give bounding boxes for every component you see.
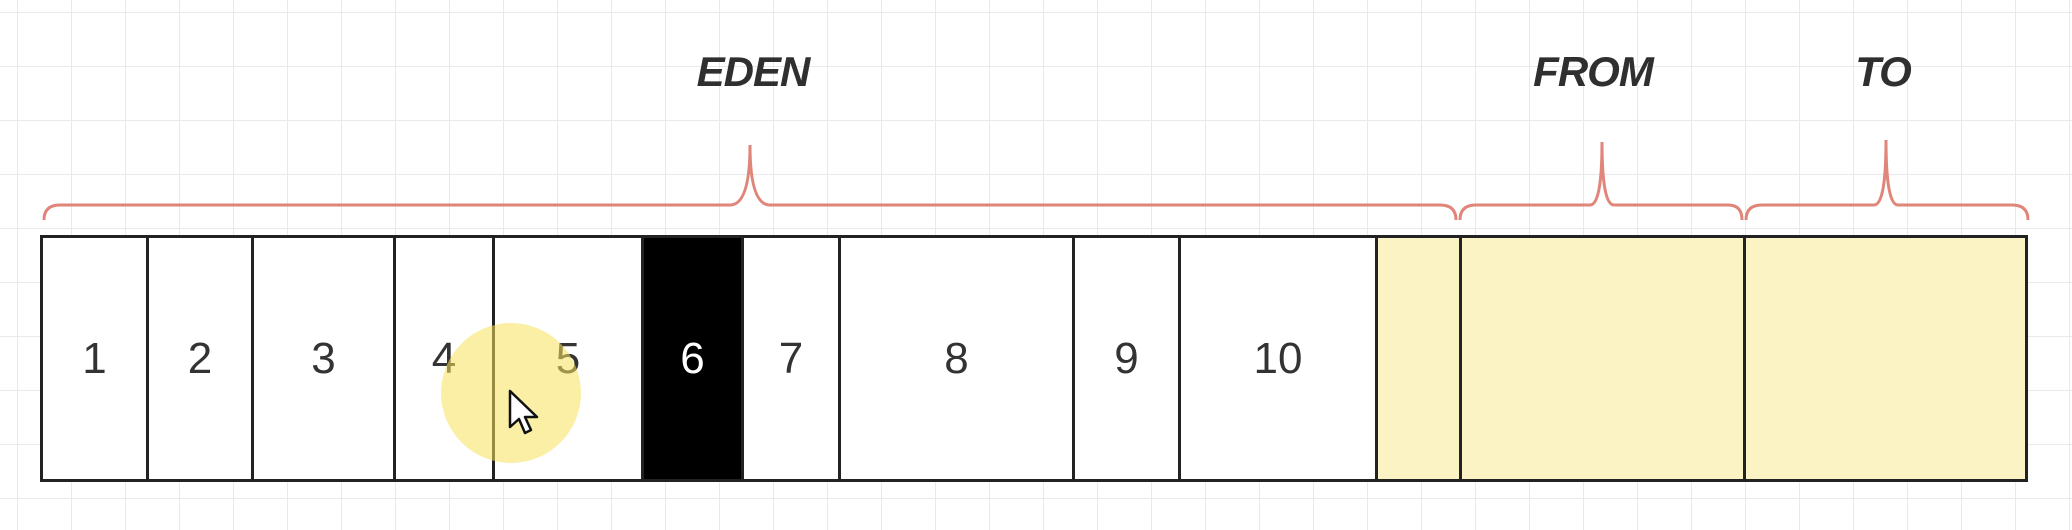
- to-label: TO: [1855, 48, 1912, 95]
- eden-cell-6-selected: 6: [641, 235, 741, 482]
- eden-cell-8: 8: [838, 235, 1072, 482]
- eden-cell-9: 9: [1072, 235, 1178, 482]
- from-label: FROM: [1533, 48, 1654, 95]
- eden-bracket: [42, 144, 1458, 221]
- eden-free-space: [1375, 235, 1459, 482]
- eden-cell-1: 1: [40, 235, 146, 482]
- eden-label: EDEN: [696, 48, 811, 95]
- from-space: [1459, 235, 1743, 482]
- to-bracket: [1744, 139, 2030, 221]
- to-space: [1743, 235, 2028, 482]
- eden-cell-10: 10: [1178, 235, 1375, 482]
- eden-cell-3: 3: [251, 235, 393, 482]
- eden-cell-2: 2: [146, 235, 251, 482]
- from-bracket: [1458, 141, 1744, 221]
- eden-cell-7: 7: [741, 235, 838, 482]
- mouse-pointer-icon: [508, 389, 539, 435]
